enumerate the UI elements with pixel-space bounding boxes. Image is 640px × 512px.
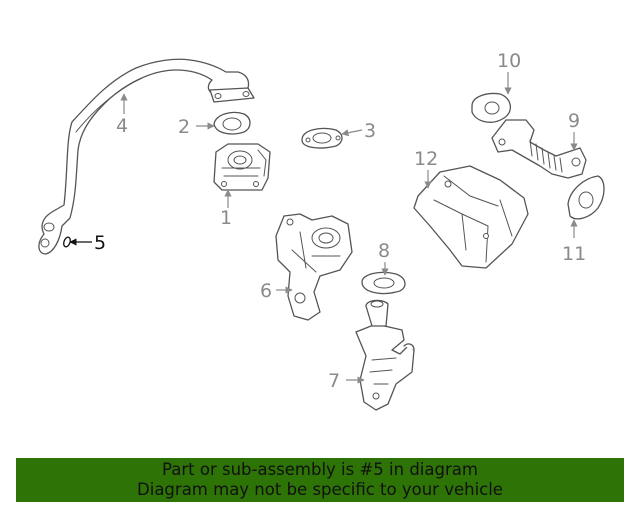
gasket-part-3 [301,127,343,149]
callout-7: 7 [328,370,340,392]
parts-diagram: 1 2 3 4 5 6 7 8 9 10 11 12 [38,50,605,411]
cooler-pipe-part-7 [355,299,415,411]
banner-line-1: Part or sub-assembly is #5 in diagram [162,460,478,479]
gasket-part-11 [567,175,605,220]
egr-tube-part [38,58,255,255]
bracket-part-6 [275,213,353,321]
callout-11: 11 [562,243,586,265]
leader-lines [69,72,578,384]
callout-2: 2 [178,116,190,138]
gasket-part-8 [361,271,406,295]
callout-6: 6 [260,280,272,302]
callout-1: 1 [220,207,232,229]
part-5-symbol [63,236,71,248]
callout-9: 9 [568,110,580,132]
callout-8: 8 [378,240,390,262]
callout-labels: 1 2 3 4 5 6 7 8 9 10 11 12 [94,50,586,392]
gasket-part-2 [213,111,251,135]
callout-10: 10 [497,50,521,72]
callout-4: 4 [116,115,128,137]
callout-5-highlighted: 5 [94,232,106,254]
gasket-part-10 [471,92,511,123]
flex-pipe-part-9 [491,119,587,179]
heat-shield-part-12 [413,165,529,269]
banner-line-2: Diagram may not be specific to your vehi… [137,480,503,499]
callout-3: 3 [364,120,376,142]
egr-valve-part-1 [213,143,271,191]
notice-banner: Part or sub-assembly is #5 in diagram Di… [16,458,624,502]
callout-12: 12 [414,148,438,170]
